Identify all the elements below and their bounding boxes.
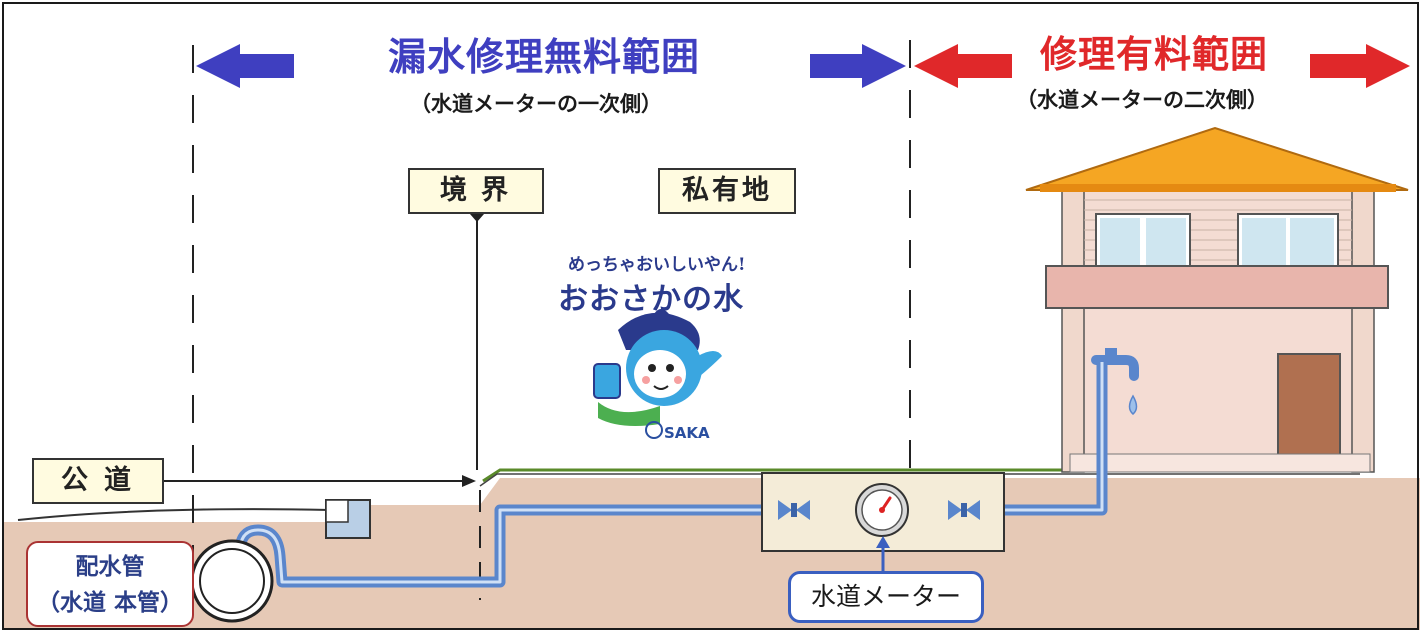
- free-repair-range-title: 漏水修理無料範囲: [388, 35, 701, 79]
- red-arrow-left-icon: [914, 44, 1012, 88]
- main-pipe-label-line1: 配水管: [75, 554, 145, 580]
- valve-right-icon: [948, 500, 980, 520]
- red-arrow-right-icon: [1310, 44, 1410, 88]
- logo-title: おおさかの水: [558, 282, 744, 317]
- blue-arrow-right-icon: [810, 44, 906, 88]
- water-meter-label: 水道メーター: [788, 571, 984, 623]
- curb-line: [479, 473, 1360, 487]
- osaka-logo-text: SAKA: [664, 424, 710, 442]
- road-surface: [17, 505, 331, 521]
- valve-left-icon: [778, 500, 810, 520]
- osaka-water-mascot: [593, 309, 722, 439]
- water-meter-gauge-icon: [855, 483, 909, 537]
- house-illustration: [1025, 126, 1409, 473]
- paid-repair-range-subtitle: （水道メーターの二次側）: [1016, 88, 1268, 112]
- main-pipe-label: 配水管 （水道 本管）: [26, 541, 194, 627]
- boundary-label: 境界: [408, 168, 544, 214]
- public-road-label: 公道: [32, 458, 164, 504]
- free-repair-range-subtitle: （水道メーターの一次側）: [410, 92, 662, 116]
- private-land-label: 私有地: [658, 168, 796, 214]
- faucet-icon: [1091, 348, 1139, 415]
- main-pipe-icon: [190, 539, 274, 623]
- paid-repair-range-title: 修理有料範囲: [1040, 33, 1268, 76]
- main-pipe-label-line2: （水道 本管）: [36, 590, 183, 616]
- logo-tagline: めっちゃおいしいやん!: [568, 255, 746, 275]
- blue-arrow-left-icon: [196, 44, 294, 88]
